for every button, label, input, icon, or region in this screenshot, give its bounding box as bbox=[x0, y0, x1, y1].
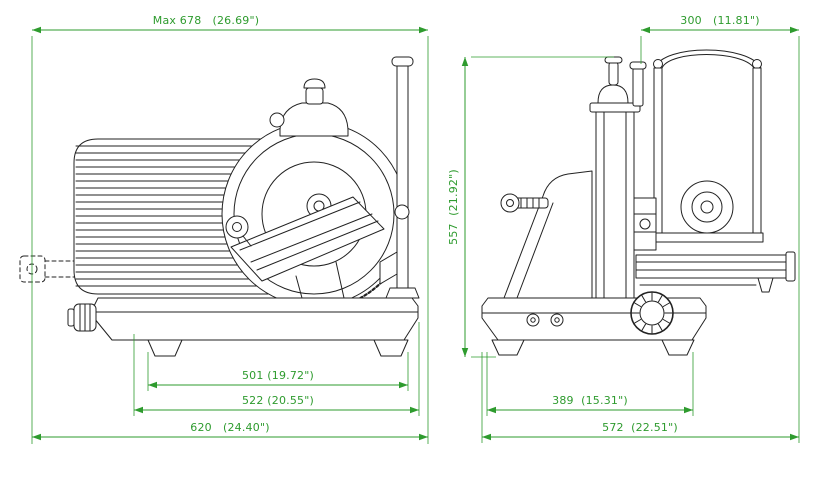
side-view-drawing bbox=[481, 49, 796, 356]
clamp-knob bbox=[597, 84, 629, 104]
blade-column bbox=[589, 56, 647, 299]
right-foot bbox=[373, 339, 409, 357]
dimension-height-label: 557 (21.92") bbox=[447, 169, 460, 245]
right-foot bbox=[661, 339, 695, 356]
left-foot bbox=[491, 339, 525, 356]
product-holder bbox=[651, 49, 764, 243]
dimension-side-overall-depth: 572 (22.51") bbox=[481, 36, 800, 443]
dimension-base-width: 522 (20.55") bbox=[133, 322, 420, 416]
tray-handle bbox=[225, 215, 249, 239]
gauge-plate-arm bbox=[635, 251, 796, 293]
top-knob bbox=[303, 78, 326, 89]
top-knob-stem bbox=[305, 87, 324, 105]
sharpener-knob bbox=[269, 112, 285, 128]
thickness-knob bbox=[630, 291, 674, 335]
left-foot bbox=[147, 339, 183, 357]
dimension-overall-width: 620 (24.40") bbox=[32, 421, 428, 441]
cooling-fins bbox=[75, 145, 267, 287]
sharpener-housing bbox=[279, 102, 349, 137]
dimension-overall-width-label: 620 (24.40") bbox=[190, 421, 269, 434]
dimension-height: 557 (21.92") bbox=[447, 56, 614, 358]
front-view-drawing bbox=[19, 56, 420, 357]
press-plate bbox=[680, 180, 734, 234]
dimension-max-width-label: Max 678 (26.69") bbox=[153, 14, 259, 27]
dimension-annotations: Max 678 (26.69") 300 (11.81") 557 (21.92… bbox=[31, 14, 800, 444]
adjust-handle bbox=[500, 193, 549, 213]
pedestal-body bbox=[503, 170, 593, 299]
dimension-top-depth: 300 (11.81") bbox=[640, 14, 799, 64]
carriage-bracket bbox=[633, 197, 657, 251]
dimension-max-width: Max 678 (26.69") bbox=[31, 14, 429, 444]
base-side-knob bbox=[67, 303, 97, 332]
slice-deflector-bar bbox=[379, 56, 420, 299]
dimension-feet-span: 501 (19.72") bbox=[147, 352, 409, 391]
dimension-side-feet-span: 389 (15.31") bbox=[486, 352, 694, 416]
machine-base-front bbox=[67, 297, 419, 357]
pedestal-inner-line bbox=[516, 202, 554, 299]
hidden-attachment-outline bbox=[19, 255, 77, 283]
dimension-side-feet-span-label: 389 (15.31") bbox=[552, 394, 628, 407]
dimension-top-depth-label: 300 (11.81") bbox=[680, 14, 759, 27]
dimension-base-width-label: 522 (20.55") bbox=[242, 394, 314, 407]
carriage-tray bbox=[225, 196, 385, 299]
dimension-side-overall-depth-label: 572 (22.51") bbox=[602, 421, 678, 434]
dimension-feet-span-label: 501 (19.72") bbox=[242, 369, 314, 382]
